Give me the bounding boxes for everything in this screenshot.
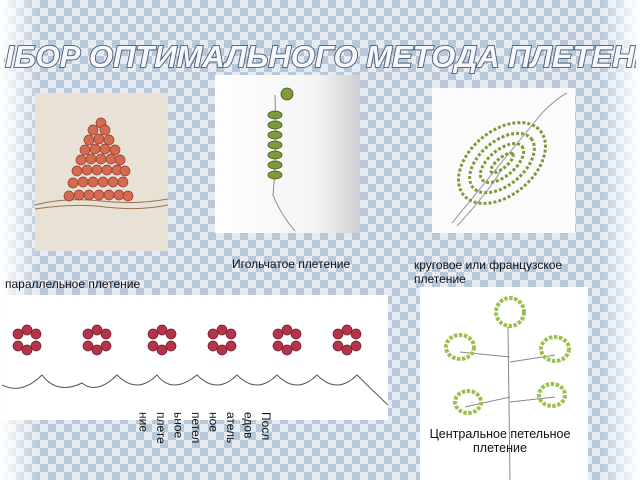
green-bead-tree-image bbox=[420, 287, 588, 480]
slide-title-text: ВЫБОР ОПТИМАЛЬНОГО МЕТОДА ПЛЕТЕНИЯ bbox=[4, 39, 636, 74]
sequential-caption-line: петел bbox=[189, 412, 203, 443]
sequential-weaving-caption: Последов ательное петельное плетение bbox=[137, 412, 273, 444]
slide-title: ВЫБОР ОПТИМАЛЬНОГО МЕТОДА ПЛЕТЕНИЯ bbox=[4, 38, 636, 75]
red-bead-cone-image bbox=[35, 93, 168, 251]
sequential-caption-line: атель bbox=[224, 412, 238, 443]
green-bead-column-image bbox=[215, 75, 360, 233]
green-bead-leaf-image bbox=[432, 88, 575, 233]
sequential-caption-line: ьное bbox=[172, 412, 186, 439]
needle-weaving-photo bbox=[215, 75, 360, 233]
circular-weaving-caption: круговое или французское плетение bbox=[414, 258, 563, 286]
sequential-weaving-photo bbox=[2, 295, 388, 420]
central-weaving-caption: Центральное петельное плетение bbox=[429, 427, 571, 455]
central-weaving-photo bbox=[420, 287, 588, 480]
sequential-weaving-caption-box: Последов ательное петельное плетение bbox=[137, 412, 273, 444]
sequential-caption-line: ние bbox=[137, 412, 151, 432]
sequential-caption-line: плете bbox=[154, 412, 168, 444]
needle-weaving-caption: Игольчатое плетение bbox=[232, 257, 351, 271]
parallel-weaving-photo bbox=[35, 93, 168, 251]
background-fade-right bbox=[600, 0, 640, 480]
sequential-caption-line: Посл bbox=[259, 412, 272, 440]
circular-weaving-photo bbox=[432, 88, 575, 233]
crimson-bead-flowers-image bbox=[2, 295, 388, 420]
sequential-caption-line: ное bbox=[207, 412, 221, 432]
parallel-weaving-caption: параллельное плетение bbox=[5, 277, 141, 291]
sequential-caption-line: едов bbox=[242, 412, 256, 438]
